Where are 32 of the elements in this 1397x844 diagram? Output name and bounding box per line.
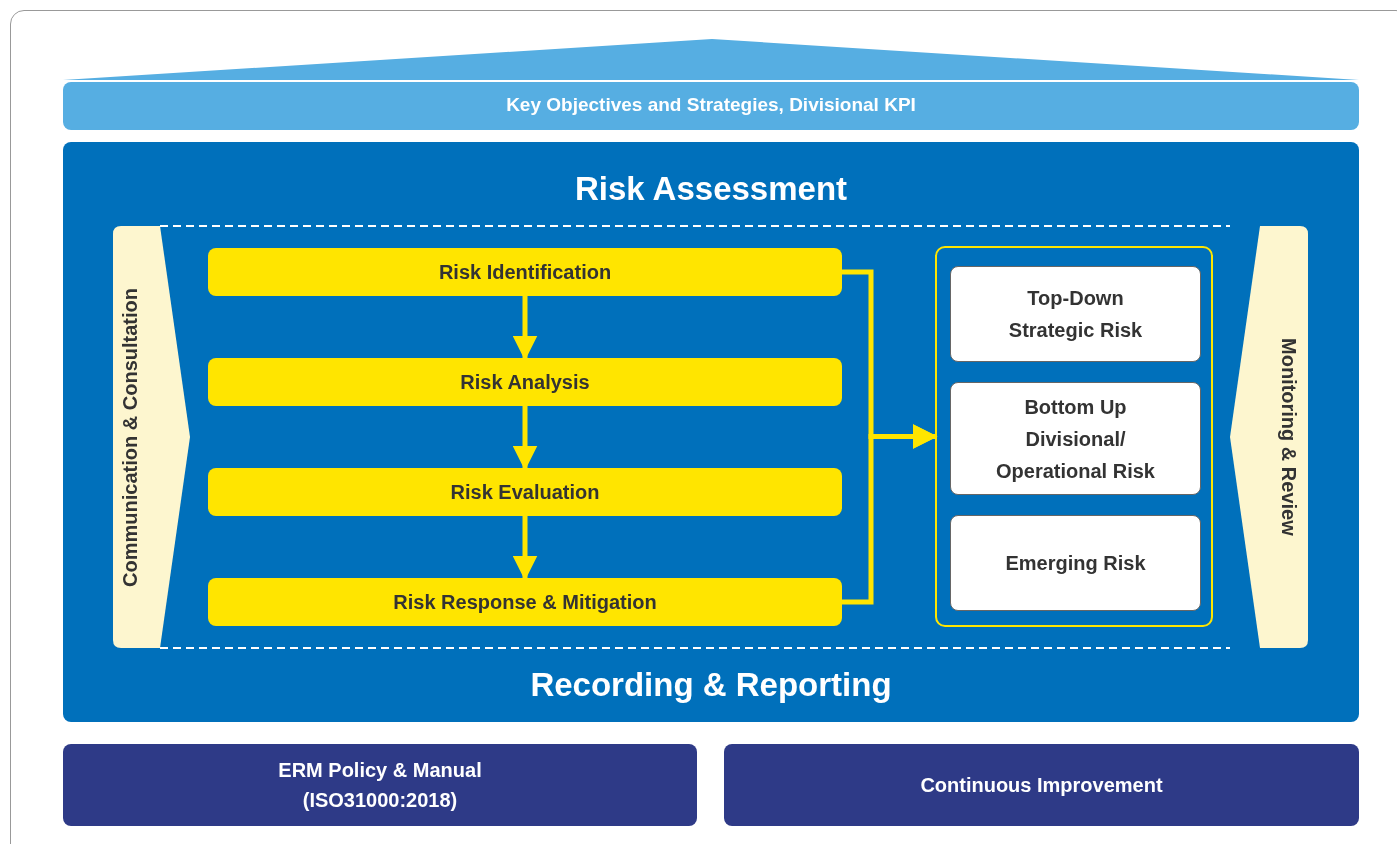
section-title: Recording & Reporting bbox=[529, 666, 893, 704]
arrow bbox=[842, 424, 938, 605]
risk-type-box bbox=[950, 266, 1201, 362]
process-box bbox=[208, 578, 842, 626]
risk-type-label: Bottom Up Divisional/ Operational Risk bbox=[995, 394, 1156, 484]
banner-title: Key Objectives and Strategies, Divisional KPI bbox=[506, 94, 916, 116]
step-label: Risk Identification bbox=[438, 260, 612, 284]
risk-type-box bbox=[950, 382, 1201, 495]
section-title: Risk Assessment bbox=[573, 170, 849, 208]
foundation-box bbox=[63, 744, 697, 826]
foundation-label: Continuous Improvement bbox=[920, 773, 1163, 798]
process-box bbox=[208, 358, 842, 406]
risk-assessment-panel bbox=[63, 142, 1359, 722]
step-label: Risk Analysis bbox=[460, 370, 590, 394]
group-frame bbox=[935, 246, 1213, 627]
foundation-label: ERM Policy & Manual (ISO31000:2018) bbox=[277, 758, 483, 813]
step-label: Risk Response & Mitigation bbox=[393, 590, 657, 614]
risk-type-label: Emerging Risk bbox=[1005, 551, 1146, 576]
process-box bbox=[208, 248, 842, 296]
risk-type-label: Top-Down Strategic Risk bbox=[1007, 286, 1144, 343]
side-banner bbox=[1230, 226, 1308, 648]
step-label: Risk Evaluation bbox=[450, 480, 600, 504]
roof-banner bbox=[63, 39, 1359, 130]
risk-type-box bbox=[950, 515, 1201, 611]
side-banner bbox=[113, 226, 190, 648]
arrow bbox=[512, 406, 538, 471]
foundation-box bbox=[724, 744, 1359, 826]
arrow bbox=[512, 516, 538, 581]
process-box bbox=[208, 468, 842, 516]
side-label: Communication & Consultation bbox=[119, 287, 142, 587]
side-label: Monitoring & Review bbox=[1277, 338, 1300, 536]
arrow bbox=[512, 296, 538, 361]
